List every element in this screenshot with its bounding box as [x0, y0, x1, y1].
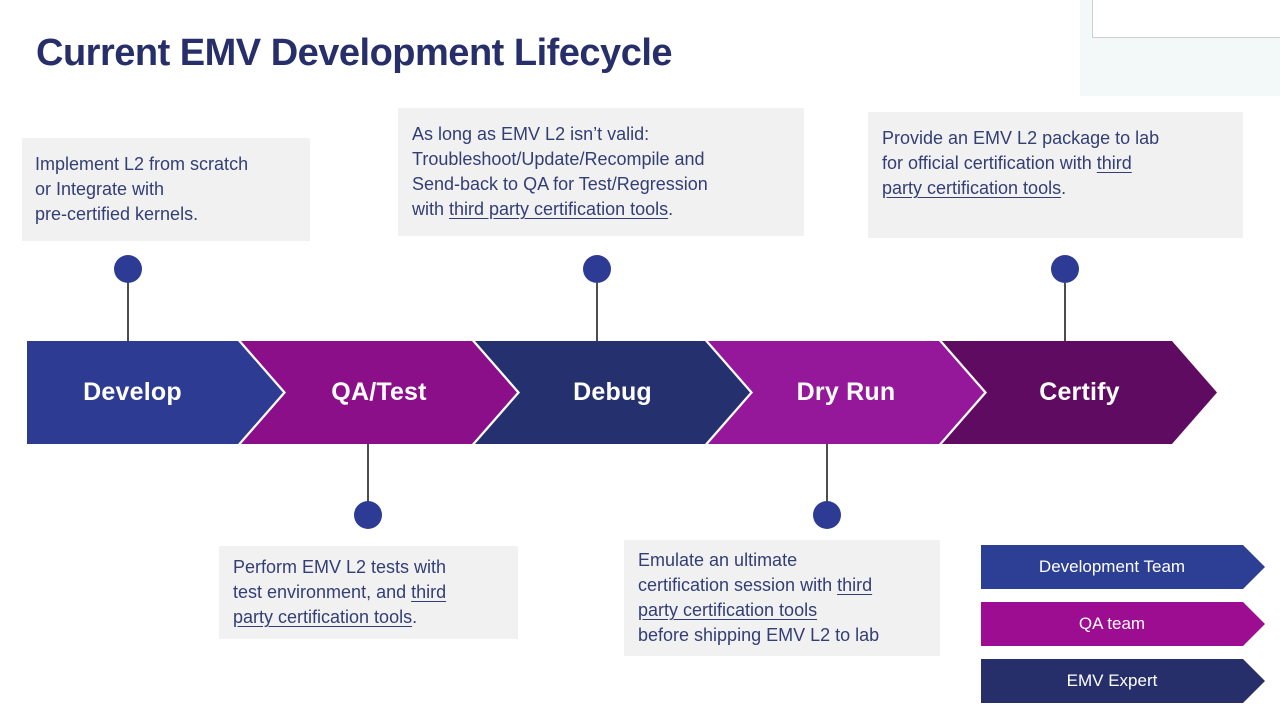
callout-debug: As long as EMV L2 isn’t valid: Troublesh…: [398, 108, 804, 236]
legend-label: QA team: [1078, 614, 1146, 633]
connector-dot: [1051, 255, 1079, 283]
callout-develop: Implement L2 from scratch or Integrate w…: [22, 138, 310, 241]
third-party-tools-link[interactable]: third party certification tools: [233, 582, 447, 627]
legend-development-team: Development Team: [981, 545, 1265, 589]
connector-line: [826, 444, 828, 501]
stage-label: QA/Test: [331, 378, 427, 406]
connector-dot: [813, 501, 841, 529]
callout-text: Provide an EMV L2 package to lab for off…: [882, 128, 1160, 173]
callout-text: .: [1061, 178, 1067, 198]
stage-qatest: QA/Test: [241, 341, 517, 444]
third-party-tools-link[interactable]: third party certification tools: [882, 153, 1132, 198]
callout-dryrun: Emulate an ultimate certification sessio…: [624, 540, 940, 656]
legend: Development Team QA team EMV Expert: [981, 545, 1265, 716]
callout-text: .: [412, 607, 418, 627]
third-party-tools-link[interactable]: third party certification tools: [638, 575, 873, 620]
callout-text: Perform EMV L2 tests with test environme…: [233, 557, 447, 602]
stage-debug: Debug: [475, 341, 750, 444]
connector-line: [367, 444, 369, 501]
callout-text: Implement L2 from scratch or Integrate w…: [35, 154, 249, 224]
connector-line: [1064, 283, 1066, 341]
stage-certify: Certify: [942, 341, 1217, 444]
stage-label: Develop: [83, 378, 182, 406]
stage-label: Dry Run: [796, 378, 896, 406]
legend-label: Development Team: [1038, 557, 1186, 576]
connector-line: [596, 283, 598, 341]
connector-dot: [114, 255, 142, 283]
corner-overlay-box: [1092, 0, 1280, 38]
stage-label: Debug: [573, 378, 652, 406]
legend-qa-team: QA team: [981, 602, 1265, 646]
callout-certify: Provide an EMV L2 package to lab for off…: [868, 112, 1243, 238]
stage-label: Certify: [1039, 378, 1120, 406]
callout-qatest: Perform EMV L2 tests with test environme…: [219, 546, 518, 639]
callout-text: Emulate an ultimate certification sessio…: [638, 550, 833, 595]
legend-label: EMV Expert: [1066, 671, 1158, 690]
stage-develop: Develop: [27, 341, 283, 444]
legend-emv-expert: EMV Expert: [981, 659, 1265, 703]
callout-text: As long as EMV L2 isn’t valid: Troublesh…: [412, 124, 708, 219]
connector-dot: [354, 501, 382, 529]
callout-text: .: [668, 199, 674, 219]
third-party-tools-link[interactable]: third party certification tools: [449, 199, 669, 219]
stage-dryrun: Dry Run: [708, 341, 984, 444]
slide-title: Current EMV Development Lifecycle: [36, 32, 673, 74]
connector-dot: [583, 255, 611, 283]
connector-line: [127, 283, 129, 341]
callout-text: before shipping EMV L2 to lab: [638, 625, 880, 645]
